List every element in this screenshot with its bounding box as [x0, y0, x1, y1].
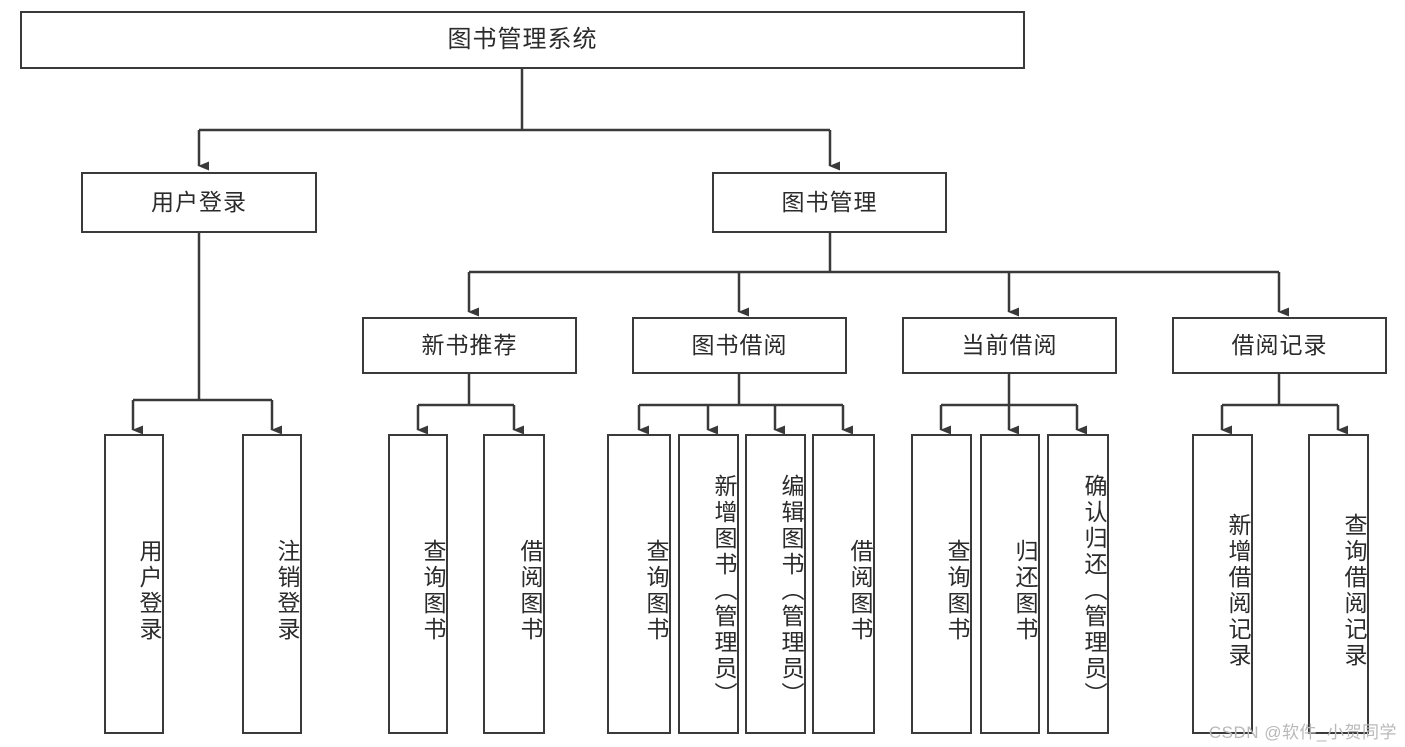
leaf-label: 用户登录 — [136, 539, 162, 643]
leaf-label: 借阅图书 — [517, 539, 543, 643]
node-root-label: 图书管理系统 — [447, 25, 598, 53]
leaf-current-return-book[interactable]: 归还图书 — [980, 434, 1040, 734]
leaf-borrow-edit-book-admin[interactable]: 编辑图书（管理员） — [745, 434, 806, 734]
leaf-current-confirm-return-admin[interactable]: 确认归还（管理员） — [1047, 434, 1109, 734]
leaf-new-book-query[interactable]: 查询图书 — [388, 434, 448, 734]
node-book-borrow[interactable]: 图书借阅 — [632, 317, 847, 374]
leaf-record-add-record[interactable]: 新增借阅记录 — [1192, 434, 1253, 734]
node-new-book-recommend-label: 新书推荐 — [421, 331, 518, 358]
watermark-text: CSDN @软件_小贺同学 — [1208, 723, 1397, 742]
leaf-label: 归还图书 — [1012, 539, 1038, 643]
leaf-label: 查询图书 — [944, 539, 970, 643]
node-book-borrow-label: 图书借阅 — [691, 331, 788, 358]
leaf-label: 注销登录 — [274, 539, 300, 643]
leaf-new-book-borrow[interactable]: 借阅图书 — [483, 434, 545, 734]
leaf-borrow-query-book[interactable]: 查询图书 — [607, 434, 671, 734]
leaf-label: 查询图书 — [643, 539, 669, 643]
leaf-label: 查询借阅记录 — [1341, 513, 1367, 669]
leaf-user-login-signout[interactable]: 注销登录 — [242, 434, 302, 734]
leaf-label: 新增借阅记录 — [1225, 513, 1251, 669]
leaf-current-query-book[interactable]: 查询图书 — [911, 434, 972, 734]
leaf-label: 查询图书 — [420, 539, 446, 643]
node-borrow-record[interactable]: 借阅记录 — [1172, 317, 1387, 374]
leaf-borrow-add-book-admin[interactable]: 新增图书（管理员） — [678, 434, 739, 734]
leaf-record-query-record[interactable]: 查询借阅记录 — [1308, 434, 1369, 734]
leaf-borrow-borrow-book[interactable]: 借阅图书 — [812, 434, 875, 734]
node-new-book-recommend[interactable]: 新书推荐 — [362, 317, 577, 374]
node-user-login-label: 用户登录 — [151, 188, 247, 215]
leaf-label: 确认归还（管理员） — [1081, 474, 1107, 708]
node-book-management[interactable]: 图书管理 — [712, 172, 947, 233]
leaf-label: 编辑图书（管理员） — [778, 474, 804, 708]
leaf-label: 新增图书（管理员） — [711, 474, 737, 708]
node-root-system[interactable]: 图书管理系统 — [20, 11, 1025, 69]
leaf-label: 借阅图书 — [847, 539, 873, 643]
leaf-user-login-signin[interactable]: 用户登录 — [104, 434, 164, 734]
node-current-borrow-label: 当前借阅 — [961, 331, 1058, 358]
node-current-borrow[interactable]: 当前借阅 — [902, 317, 1117, 374]
node-borrow-record-label: 借阅记录 — [1231, 331, 1328, 358]
node-book-management-label: 图书管理 — [781, 188, 878, 215]
node-user-login[interactable]: 用户登录 — [81, 172, 317, 233]
